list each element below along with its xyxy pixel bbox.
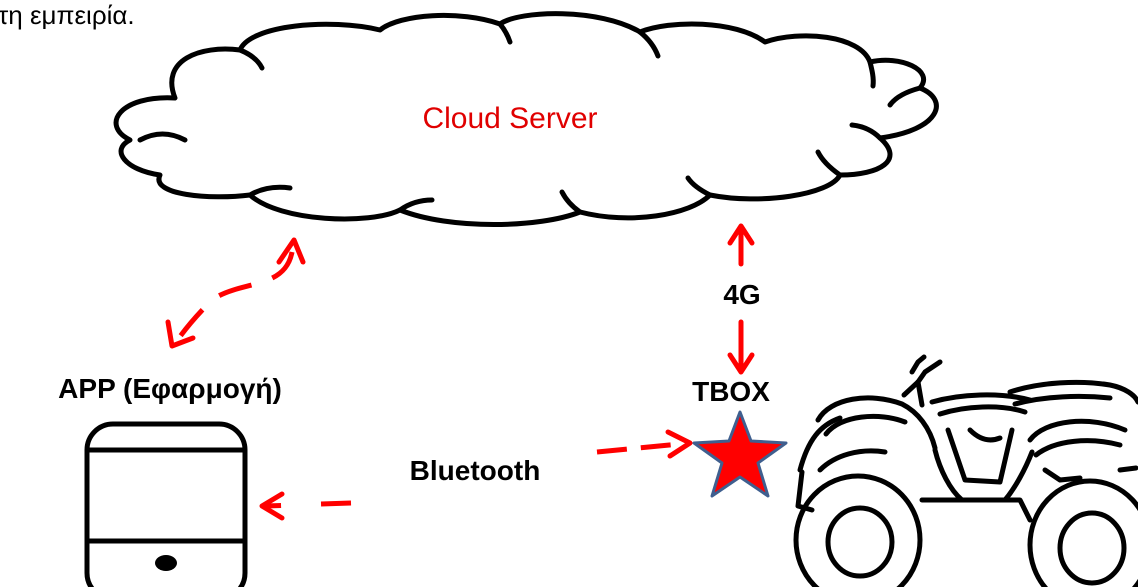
cloud-fold [237,47,265,71]
tbox-label: TBOX [692,376,770,407]
arrowhead-left [259,491,285,521]
bluetooth-link-left [264,500,352,509]
arrowhead-down-4g [727,352,755,375]
bluetooth-label: Bluetooth [410,455,541,486]
cloud-fold [685,175,713,198]
cloud-fold [815,149,843,178]
arrowhead-up-4g [727,223,755,246]
bluetooth-link-right [596,441,681,455]
app-cloud-link [173,251,295,344]
arrowhead-down-left [165,319,196,349]
cloud-fold [849,122,883,141]
cloud-fold [497,21,513,45]
tablet-icon [84,421,248,587]
arrowhead-up [276,237,306,265]
cloud-fold [397,197,435,213]
cloud-fold [637,29,661,59]
cloud-fold [137,131,188,143]
star-icon [692,410,788,498]
link-4g-label: 4G [723,279,760,310]
top-text-fragment: τη εμπειρία. [0,0,135,30]
cloud-fold [247,184,293,198]
cloud-server-label: Cloud Server [422,102,597,135]
atv-icon [793,354,1138,587]
cloud-fold [559,189,583,215]
cloud-fold [867,59,876,89]
app-label: APP (Εφαρμογή) [58,373,282,404]
cloud-fold [887,85,923,108]
arrowhead-right [665,429,693,459]
